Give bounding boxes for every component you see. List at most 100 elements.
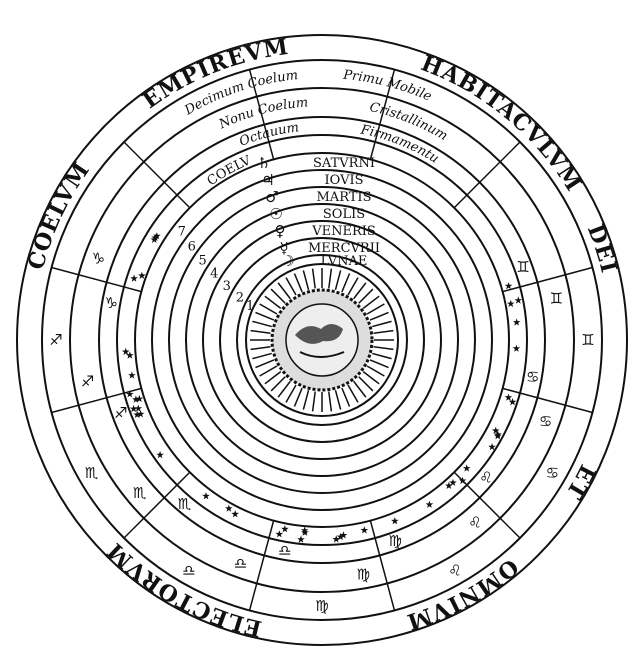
zodiac-divider	[123, 471, 191, 539]
fire-ray	[285, 384, 297, 403]
star-icon	[121, 347, 130, 356]
planet-symbol-icon: ♀	[275, 222, 286, 240]
fire-sphere-rays	[250, 268, 394, 412]
svg-text:DEI: DEI	[582, 221, 622, 276]
star-icon	[445, 481, 453, 489]
zodiac-sign-icon: ♊	[550, 290, 563, 308]
sphere-ring	[236, 254, 408, 426]
fire-ray	[264, 295, 282, 309]
zodiac-sign-icon: ♏	[178, 495, 192, 513]
star-icon	[128, 371, 136, 379]
zodiac-sign-icon: ♏	[133, 484, 147, 502]
planet-label: SATVRNI	[313, 156, 375, 171]
sphere-ring	[168, 186, 476, 494]
zodiac-divider	[453, 141, 521, 209]
star-icon	[512, 344, 521, 352]
star-icon	[225, 504, 233, 512]
zodiac-symbols: ♊♋♌♍♎♏♐♊♋♌♍♎♏♐♑♊♋♌♍♎♏♐♑	[49, 250, 594, 615]
fire-ray	[270, 376, 286, 392]
planet-label: MARTIS	[317, 190, 372, 205]
fire-ray	[347, 277, 359, 296]
fire-ray	[366, 365, 385, 377]
label-dei: DEI	[582, 221, 621, 276]
sphere-ring	[116, 134, 528, 546]
fire-ray	[334, 270, 342, 290]
svg-text:ET: ET	[560, 460, 600, 504]
planet-symbol-icon: ☽	[281, 252, 294, 270]
svg-text:Octauum: Octauum	[237, 120, 300, 150]
fire-ray	[270, 288, 286, 304]
fire-ray	[353, 380, 367, 398]
zodiac-divider	[369, 69, 396, 160]
fire-ray	[328, 391, 333, 412]
svg-text:ELECTORVM: ELECTORVM	[102, 537, 264, 642]
zodiac-sign-icon: ♋	[539, 412, 552, 430]
fire-ray	[362, 295, 380, 309]
fixed-stars	[121, 232, 523, 543]
sphere-ring	[219, 237, 425, 443]
star-icon	[153, 232, 161, 240]
fire-ray	[373, 346, 394, 351]
zodiac-sign-icon: ♍	[315, 597, 328, 615]
star-icon	[130, 274, 138, 282]
water-icon	[299, 351, 345, 358]
zodiac-sign-icon: ♎	[278, 542, 291, 560]
planet-symbol-icon: ♄	[257, 154, 270, 172]
label-et: ET	[560, 460, 599, 504]
star-icon	[275, 530, 284, 538]
zodiac-divider	[502, 387, 593, 414]
planet-symbol-icon: ♂	[265, 188, 278, 206]
planet-labels: SATVRNI♄7IOVIS♃6MARTIS♂5SOLIS☉4VENERIS♀3…	[178, 154, 380, 314]
star-icon	[132, 395, 140, 403]
star-icon	[491, 426, 500, 434]
zodiac-sign-icon: ♏	[85, 464, 99, 482]
star-icon	[336, 532, 345, 541]
planet-label: MERCVRII	[308, 241, 380, 256]
fire-ray	[285, 277, 297, 296]
fire-ray	[252, 352, 272, 360]
fire-ray	[252, 320, 272, 328]
land-icon	[295, 324, 343, 344]
sphere-number: 3	[223, 279, 231, 294]
fire-ray	[311, 391, 316, 412]
fire-ray	[358, 288, 374, 304]
sphere-ring	[98, 116, 546, 564]
star-icon	[504, 282, 513, 290]
zodiac-divider	[369, 520, 396, 611]
fire-ray	[259, 365, 278, 377]
fire-ray	[302, 270, 310, 290]
zodiac-sign-icon: ♍	[357, 565, 370, 583]
sphere-number: 2	[236, 290, 244, 305]
planet-symbol-icon: ♃	[261, 171, 274, 189]
fire-ray	[373, 329, 394, 334]
zodiac-sign-icon: ♑	[105, 294, 118, 312]
fire-ray	[293, 387, 303, 407]
star-icon	[339, 531, 348, 539]
fire-ray	[369, 359, 389, 369]
star-icon	[126, 390, 134, 398]
star-icon	[202, 492, 210, 500]
planet-label: VENERIS	[311, 224, 376, 239]
fire-ray	[250, 346, 271, 351]
planet-label: LVNAE	[321, 254, 368, 269]
zodiac-divider	[248, 69, 275, 160]
sphere-ring	[151, 169, 493, 511]
fire-ray	[255, 359, 275, 369]
fire-ray	[369, 311, 389, 321]
star-icon	[504, 393, 513, 401]
sphere-ring	[69, 87, 575, 593]
star-icon	[507, 299, 515, 308]
zodiac-divider	[502, 266, 593, 293]
zodiac-sign-icon: ♐	[114, 404, 127, 422]
star-icon	[156, 451, 164, 459]
fire-ray	[277, 282, 291, 300]
fire-ray	[353, 282, 367, 300]
label-electorum: ELECTORVM	[102, 537, 263, 642]
zodiac-sign-icon: ♐	[49, 331, 62, 349]
planet-symbol-icon: ☿	[279, 239, 288, 257]
fire-ray	[259, 303, 278, 315]
fire-ray	[302, 390, 310, 410]
zodiac-dividers	[51, 69, 593, 611]
star-icon	[300, 526, 309, 534]
